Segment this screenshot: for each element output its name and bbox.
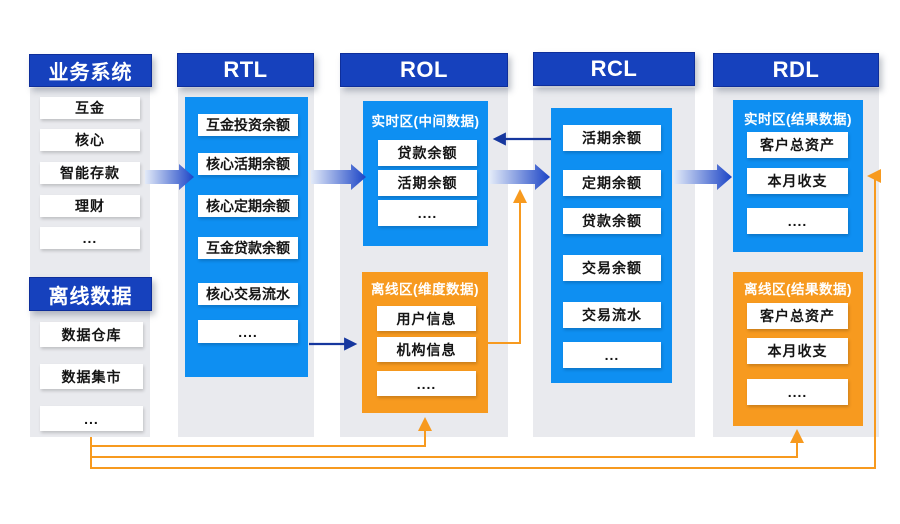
rcl-item-ellipsis: ... — [563, 342, 661, 368]
rtl-item: 核心交易流水 — [198, 283, 298, 305]
rol-header: ROL — [340, 53, 508, 87]
rcl-item: 活期余额 — [563, 125, 661, 151]
rdl-offline-item-ellipsis: .... — [747, 379, 848, 405]
rtl-item: 互金投资余额 — [198, 114, 298, 136]
rtl-item: 核心定期余额 — [198, 195, 298, 217]
rol-offline-item-ellipsis: .... — [377, 371, 476, 396]
business-item: 理财 — [40, 195, 140, 217]
rdl-realtime-item: 客户总资产 — [747, 132, 848, 158]
rol-offline-title: 离线区(维度数据) — [371, 282, 479, 297]
offline-data-item: 数据集市 — [40, 364, 143, 389]
rcl-header: RCL — [533, 52, 695, 86]
business-item: 智能存款 — [40, 162, 140, 184]
rcl-item: 交易余额 — [563, 255, 661, 281]
rtl-item: 互金贷款余额 — [198, 237, 298, 259]
rol-realtime-item-ellipsis: .... — [378, 200, 477, 226]
rdl-realtime-item-ellipsis: .... — [747, 208, 848, 234]
business-item: 互金 — [40, 97, 140, 119]
rcl-item: 交易流水 — [563, 302, 661, 328]
rtl-item: 核心活期余额 — [198, 153, 298, 175]
business-item: 核心 — [40, 129, 140, 151]
rdl-realtime-title: 实时区(结果数据) — [744, 112, 852, 127]
rdl-offline-item: 客户总资产 — [747, 303, 848, 329]
business-system-header: 业务系统 — [29, 54, 152, 87]
offline-data-item: ... — [40, 406, 143, 431]
rtl-header: RTL — [177, 53, 314, 87]
offline-data-header: 离线数据 — [29, 277, 152, 311]
rol-offline-item: 用户信息 — [377, 306, 476, 331]
rdl-realtime-item: 本月收支 — [747, 168, 848, 194]
rol-realtime-title: 实时区(中间数据) — [371, 114, 480, 129]
rdl-header: RDL — [713, 53, 879, 87]
offline-data-item: 数据仓库 — [40, 322, 143, 347]
rol-offline-item: 机构信息 — [377, 337, 476, 362]
rdl-offline-item: 本月收支 — [747, 338, 848, 364]
rdl-offline-title: 离线区(结果数据) — [744, 282, 852, 297]
rcl-item: 贷款余额 — [563, 208, 661, 234]
rcl-item: 定期余额 — [563, 170, 661, 196]
rol-realtime-item: 活期余额 — [378, 170, 477, 196]
business-item: ... — [40, 227, 140, 249]
rtl-item-ellipsis: .... — [198, 320, 298, 343]
rol-realtime-item: 贷款余额 — [378, 140, 477, 166]
